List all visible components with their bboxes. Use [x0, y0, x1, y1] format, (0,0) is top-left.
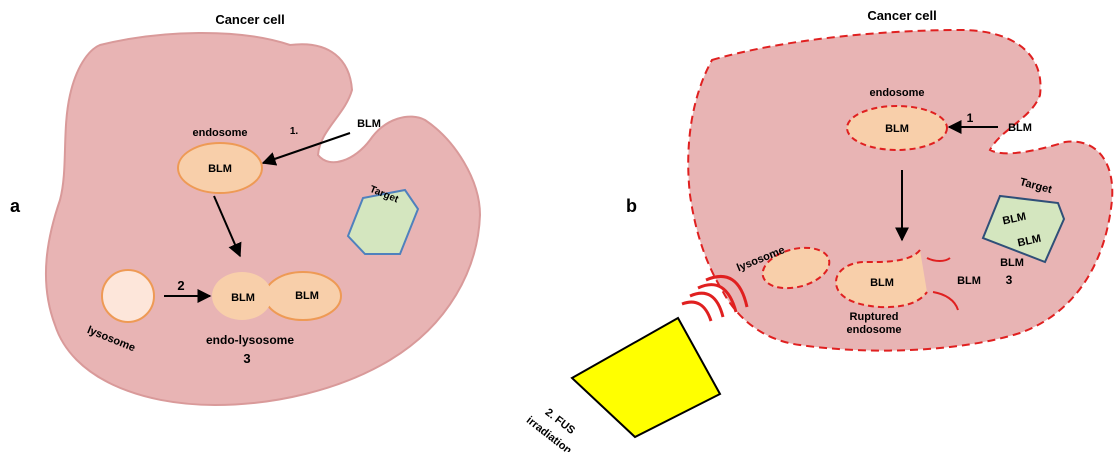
endolysosome-blm-left: BLM — [231, 292, 255, 304]
step2-label-a: 2 — [177, 278, 184, 293]
blm-input-label-b: BLM — [1008, 122, 1032, 134]
panel-b-letter: b — [626, 196, 637, 216]
panel-a-letter: a — [10, 196, 21, 216]
step1-label-b: 1 — [967, 111, 974, 125]
lysosome-a — [102, 270, 154, 322]
step3-label-a: 3 — [243, 351, 250, 366]
step1-label-a: 1. — [290, 126, 299, 137]
released-blm: BLM — [957, 275, 981, 287]
endosome-label-a: endosome — [192, 127, 247, 139]
ruptured-label-line2: endosome — [846, 324, 901, 336]
blm-input-label-a: BLM — [357, 118, 381, 130]
endosome-label-b: endosome — [869, 87, 924, 99]
cell-title-b: Cancer cell — [867, 8, 936, 23]
endolysosome-blm-right: BLM — [295, 290, 319, 302]
ruptured-blm: BLM — [870, 277, 894, 289]
fus-transducer — [572, 318, 720, 437]
endosome-blm-b: BLM — [885, 123, 909, 135]
fus-wave-1 — [682, 302, 711, 321]
cell-title-a: Cancer cell — [215, 12, 284, 27]
endolysosome-label: endo-lysosome — [206, 333, 294, 347]
panel-a: a Cancer cell BLM 1. endosome BLM Target… — [10, 12, 480, 405]
released-blm-2: BLM — [1000, 257, 1024, 269]
ruptured-label-line1: Ruptured — [850, 311, 899, 323]
panel-b: b Cancer cell endosome BLM 1 BLM Target … — [524, 8, 1112, 452]
step3-label-b: 3 — [1006, 273, 1013, 287]
endosome-blm-a: BLM — [208, 163, 232, 175]
